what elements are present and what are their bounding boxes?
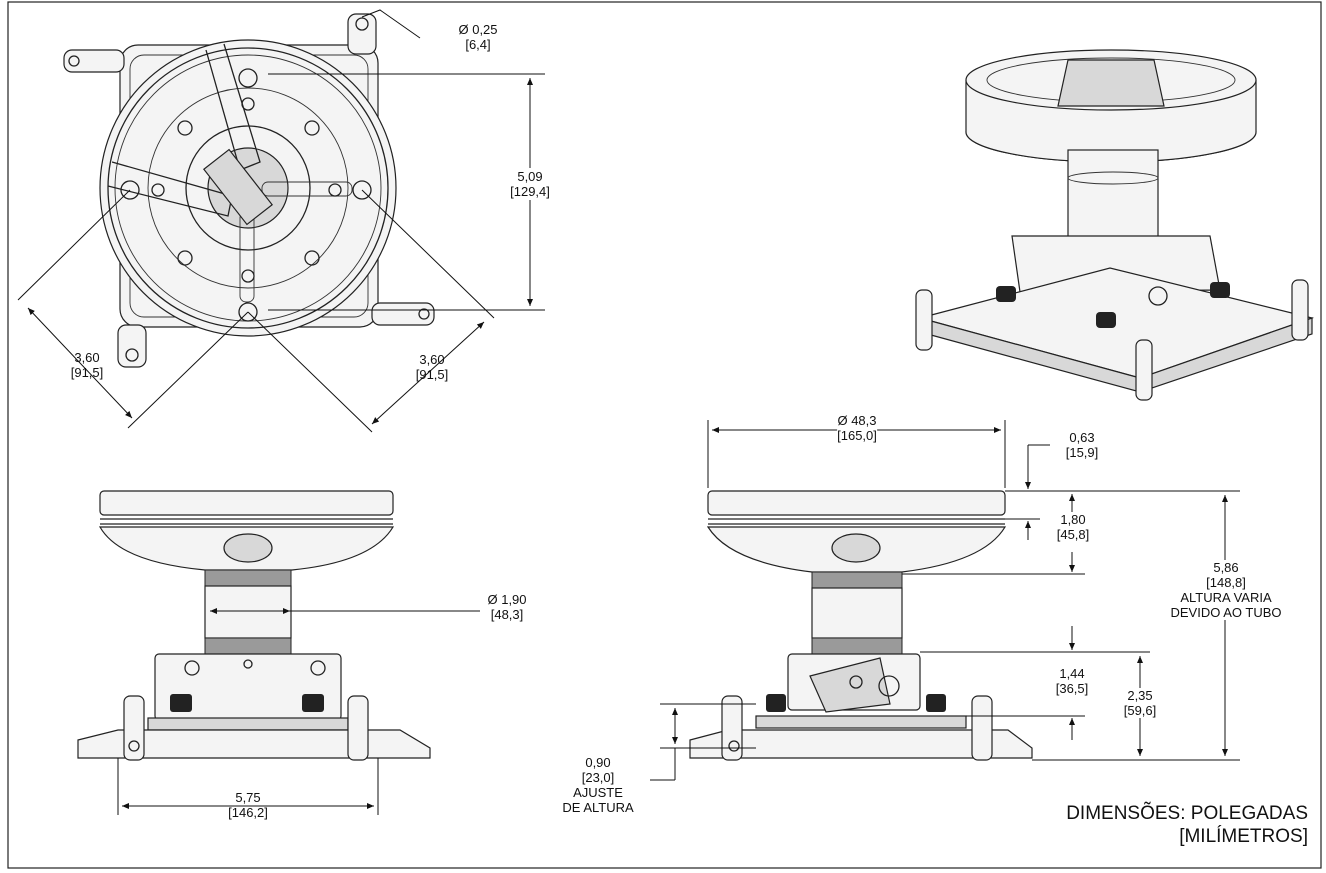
dim-mm: [48,3]	[490, 607, 524, 622]
dim-inch: 0,63	[1069, 430, 1095, 445]
front-view	[77, 490, 480, 815]
dim-inch: 5,75	[235, 790, 261, 805]
dim-inch: 3,60	[419, 352, 445, 367]
dim-mm: [23,0]	[581, 770, 615, 785]
dim-mm: [165,0]	[837, 428, 877, 443]
top-height-label: 5,09 [129,4]	[510, 168, 550, 200]
side-view	[650, 420, 1240, 781]
dim-mm: [45,8]	[1056, 527, 1090, 542]
dim-inch: 0,90	[585, 755, 611, 770]
dim-mm: [15,9]	[1065, 445, 1099, 460]
top-view	[17, 9, 545, 433]
drawing-frame	[7, 1, 1322, 869]
lower-height-label: 2,35 [59,6]	[1123, 688, 1157, 718]
dim-note: AJUSTE	[573, 785, 623, 800]
dim-inch: 3,60	[74, 350, 100, 365]
dim-inch: 5,86	[1213, 560, 1239, 575]
units-legend-line1: DIMENSÕES: POLEGADAS	[1066, 803, 1308, 824]
dim-mm: [148,8]	[1206, 575, 1246, 590]
hole-diameter-label: Ø 0,25 [6,4]	[458, 22, 497, 52]
dim-mm: [36,5]	[1055, 681, 1089, 696]
diagonal-left-label: 3,60 [91,5]	[71, 350, 104, 380]
diagonal-right-label: 3,60 [91,5]	[416, 352, 449, 382]
dim-mm: [6,4]	[465, 37, 491, 52]
dim-inch: 5,09	[517, 169, 543, 184]
dim-mm: [91,5]	[70, 365, 104, 380]
dim-mm: [129,4]	[510, 184, 550, 199]
base-width-label: 5,75 [146,2]	[228, 790, 268, 820]
units-legend-line2: [MILÍMETROS]	[1179, 826, 1308, 847]
dim-inch: Ø 1,90	[487, 592, 527, 607]
height-adjust-label: 0,90 [23,0] AJUSTE DE ALTURA	[562, 755, 633, 815]
tube-diameter-label: Ø 1,90 [48,3]	[487, 592, 526, 622]
dome-height-label: 1,80 [45,8]	[1056, 512, 1090, 542]
dim-inch: Ø 48,3	[837, 413, 877, 428]
dim-note: DE ALTURA	[562, 800, 634, 815]
dim-inch: 1,80	[1060, 512, 1086, 527]
dim-note: ALTURA VARIA	[1180, 590, 1272, 605]
isometric-view	[915, 49, 1315, 401]
dim-inch: 1,44	[1059, 666, 1085, 681]
dim-mm: [59,6]	[1123, 703, 1157, 718]
rim-height-label: 0,63 [15,9]	[1066, 430, 1099, 460]
dim-mm: [146,2]	[228, 805, 268, 820]
plate-diameter-label: Ø 48,3 [165,0]	[837, 413, 877, 443]
dim-note: DEVIDO AO TUBO	[1170, 605, 1282, 620]
dim-mm: [91,5]	[415, 367, 449, 382]
dim-inch: Ø 0,25	[458, 22, 498, 37]
clamp-height-label: 1,44 [36,5]	[1055, 666, 1089, 696]
dim-inch: 2,35	[1127, 688, 1153, 703]
units-legend: DIMENSÕES: POLEGADAS [MILÍMETROS]	[1066, 802, 1308, 848]
overall-height-label: 5,86 [148,8] ALTURA VARIA DEVIDO AO TUBO	[1170, 560, 1282, 620]
